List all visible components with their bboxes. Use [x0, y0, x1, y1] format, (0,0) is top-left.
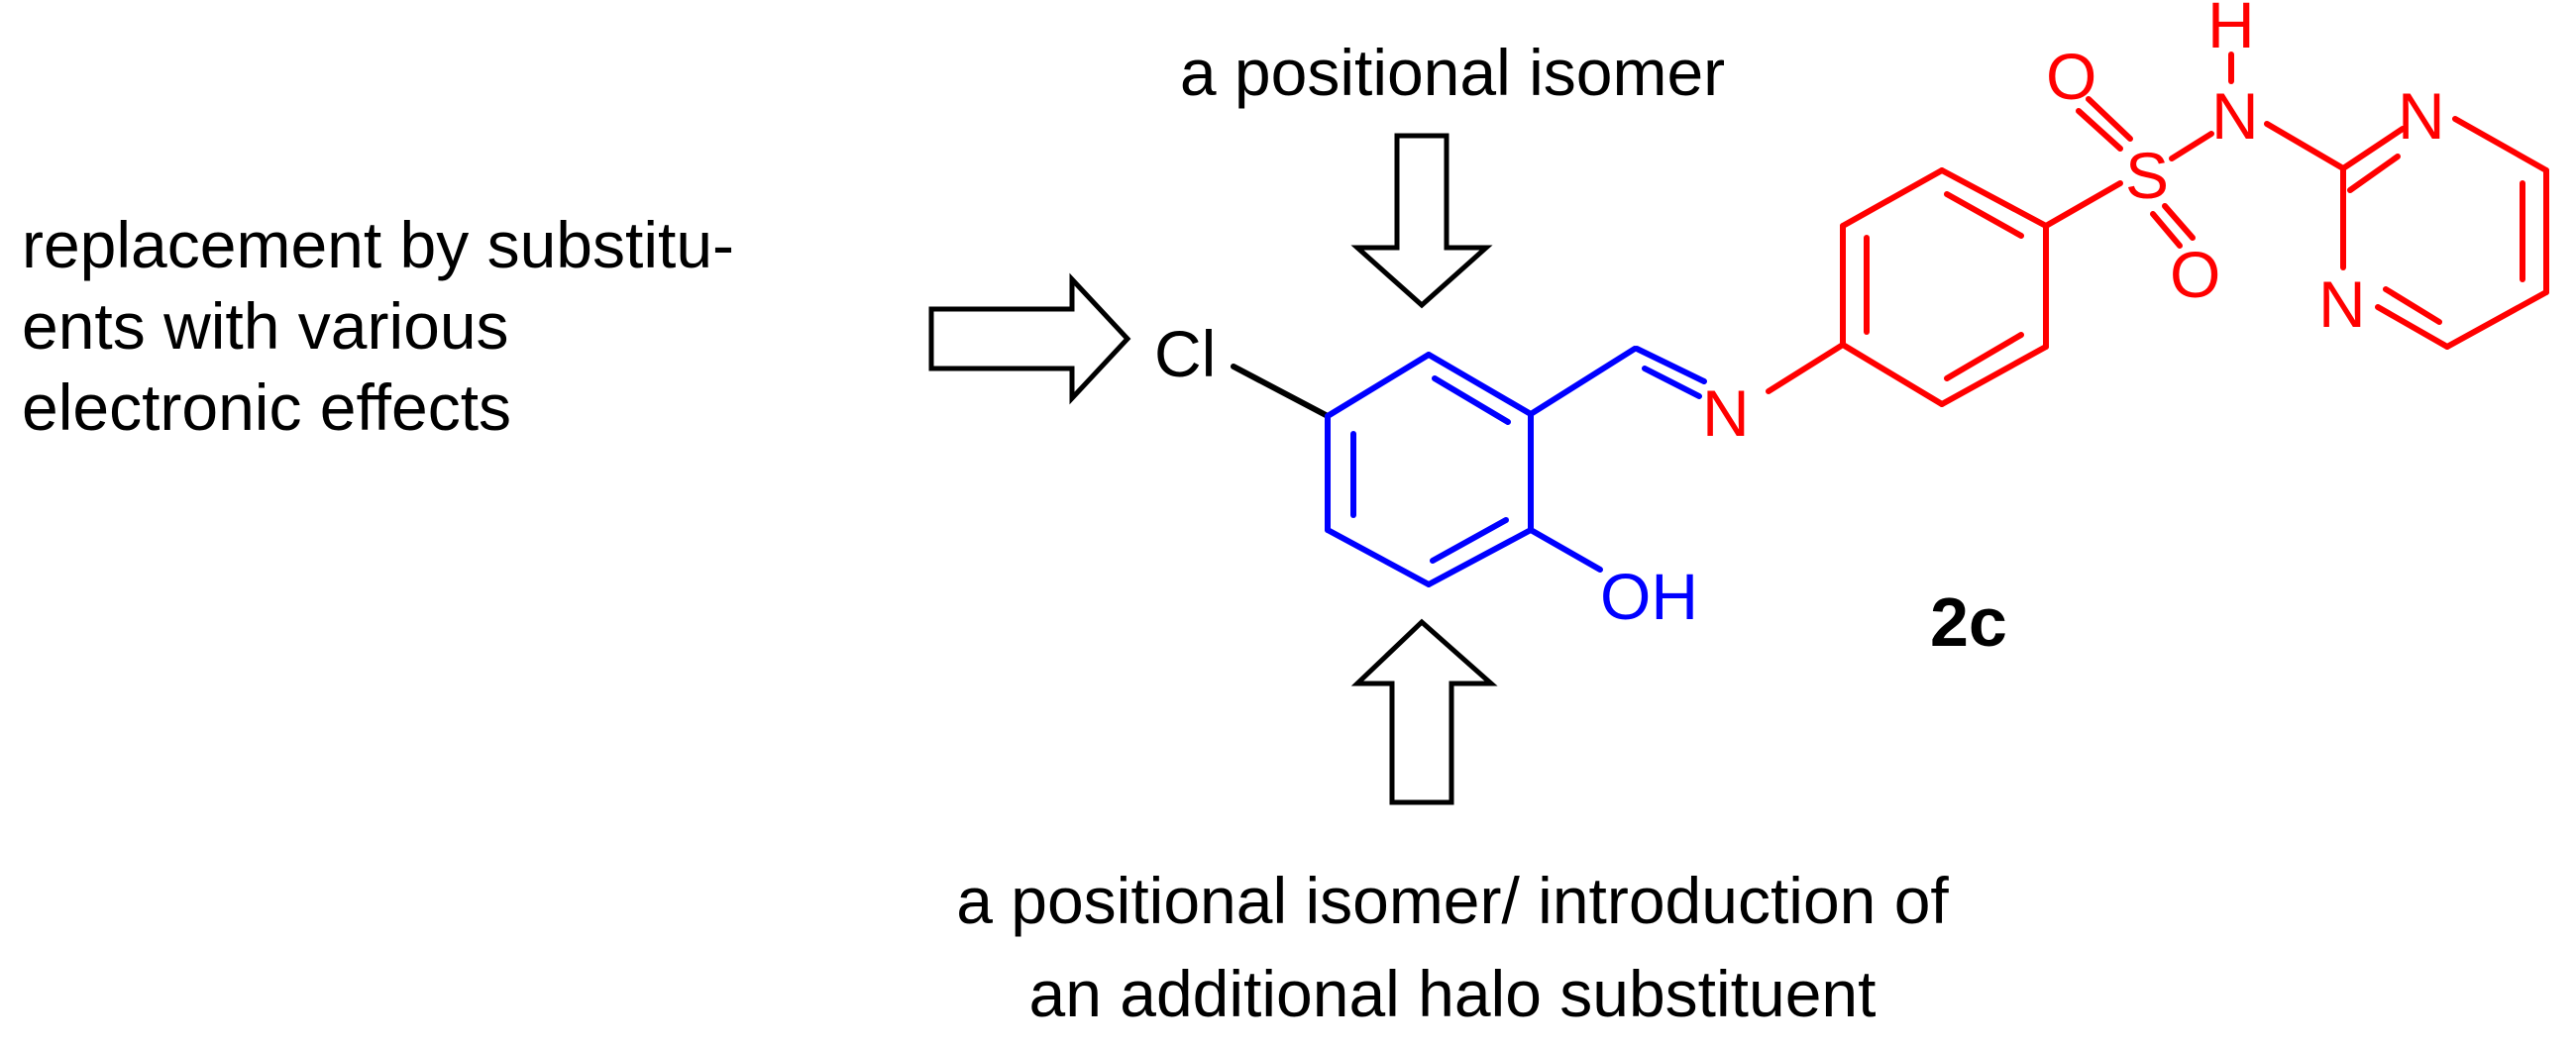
sulfonyl-bonds [2076, 96, 2214, 249]
left-annotation-line-3: electronic effects [22, 370, 511, 444]
left-annotation: replacement by substitu- ents with vario… [22, 208, 734, 444]
chlorine-atom: Cl [1154, 317, 1216, 390]
top-annotation: a positional isomer [1180, 36, 1725, 109]
pyrimidine-nitrogen-2: N [2318, 267, 2366, 341]
sulfur-atom: S [2125, 139, 2169, 212]
imine-nitrogen: N [1702, 376, 1750, 450]
sulfonyl-oxygen-bottom: O [2170, 238, 2220, 311]
right-arrow [928, 272, 1131, 405]
bottom-up-arrow [1350, 618, 1498, 805]
left-annotation-line-1: replacement by substitu- [22, 208, 734, 281]
top-down-arrow [1350, 133, 1493, 309]
left-annotation-line-2: ents with various [22, 289, 509, 363]
bottom-annotation: a positional isomer/ introduction of an … [956, 864, 1949, 1030]
sulfonamide-nitrogen: N [2211, 79, 2259, 153]
cl-ring-bond [1231, 364, 1331, 419]
pyrimidine-nitrogen-1: N [2398, 79, 2445, 153]
imine-double-bond-inner [1642, 366, 1702, 399]
sulfonyl-aryl-ring [1766, 167, 2123, 407]
bottom-annotation-line-2: an additional halo substituent [1029, 957, 1877, 1030]
phenol-ring [1325, 346, 1638, 587]
imine-double-bond [1634, 346, 1707, 384]
hydroxyl-group: OH [1600, 560, 1698, 633]
compound-label: 2c [1930, 583, 2007, 661]
bottom-annotation-line-1: a positional isomer/ introduction of [956, 864, 1949, 937]
nh-pyrimidine-bond [2264, 121, 2346, 171]
sulfonamide-hydrogen: H [2207, 0, 2255, 61]
pyrimidine-ring [2340, 116, 2549, 350]
